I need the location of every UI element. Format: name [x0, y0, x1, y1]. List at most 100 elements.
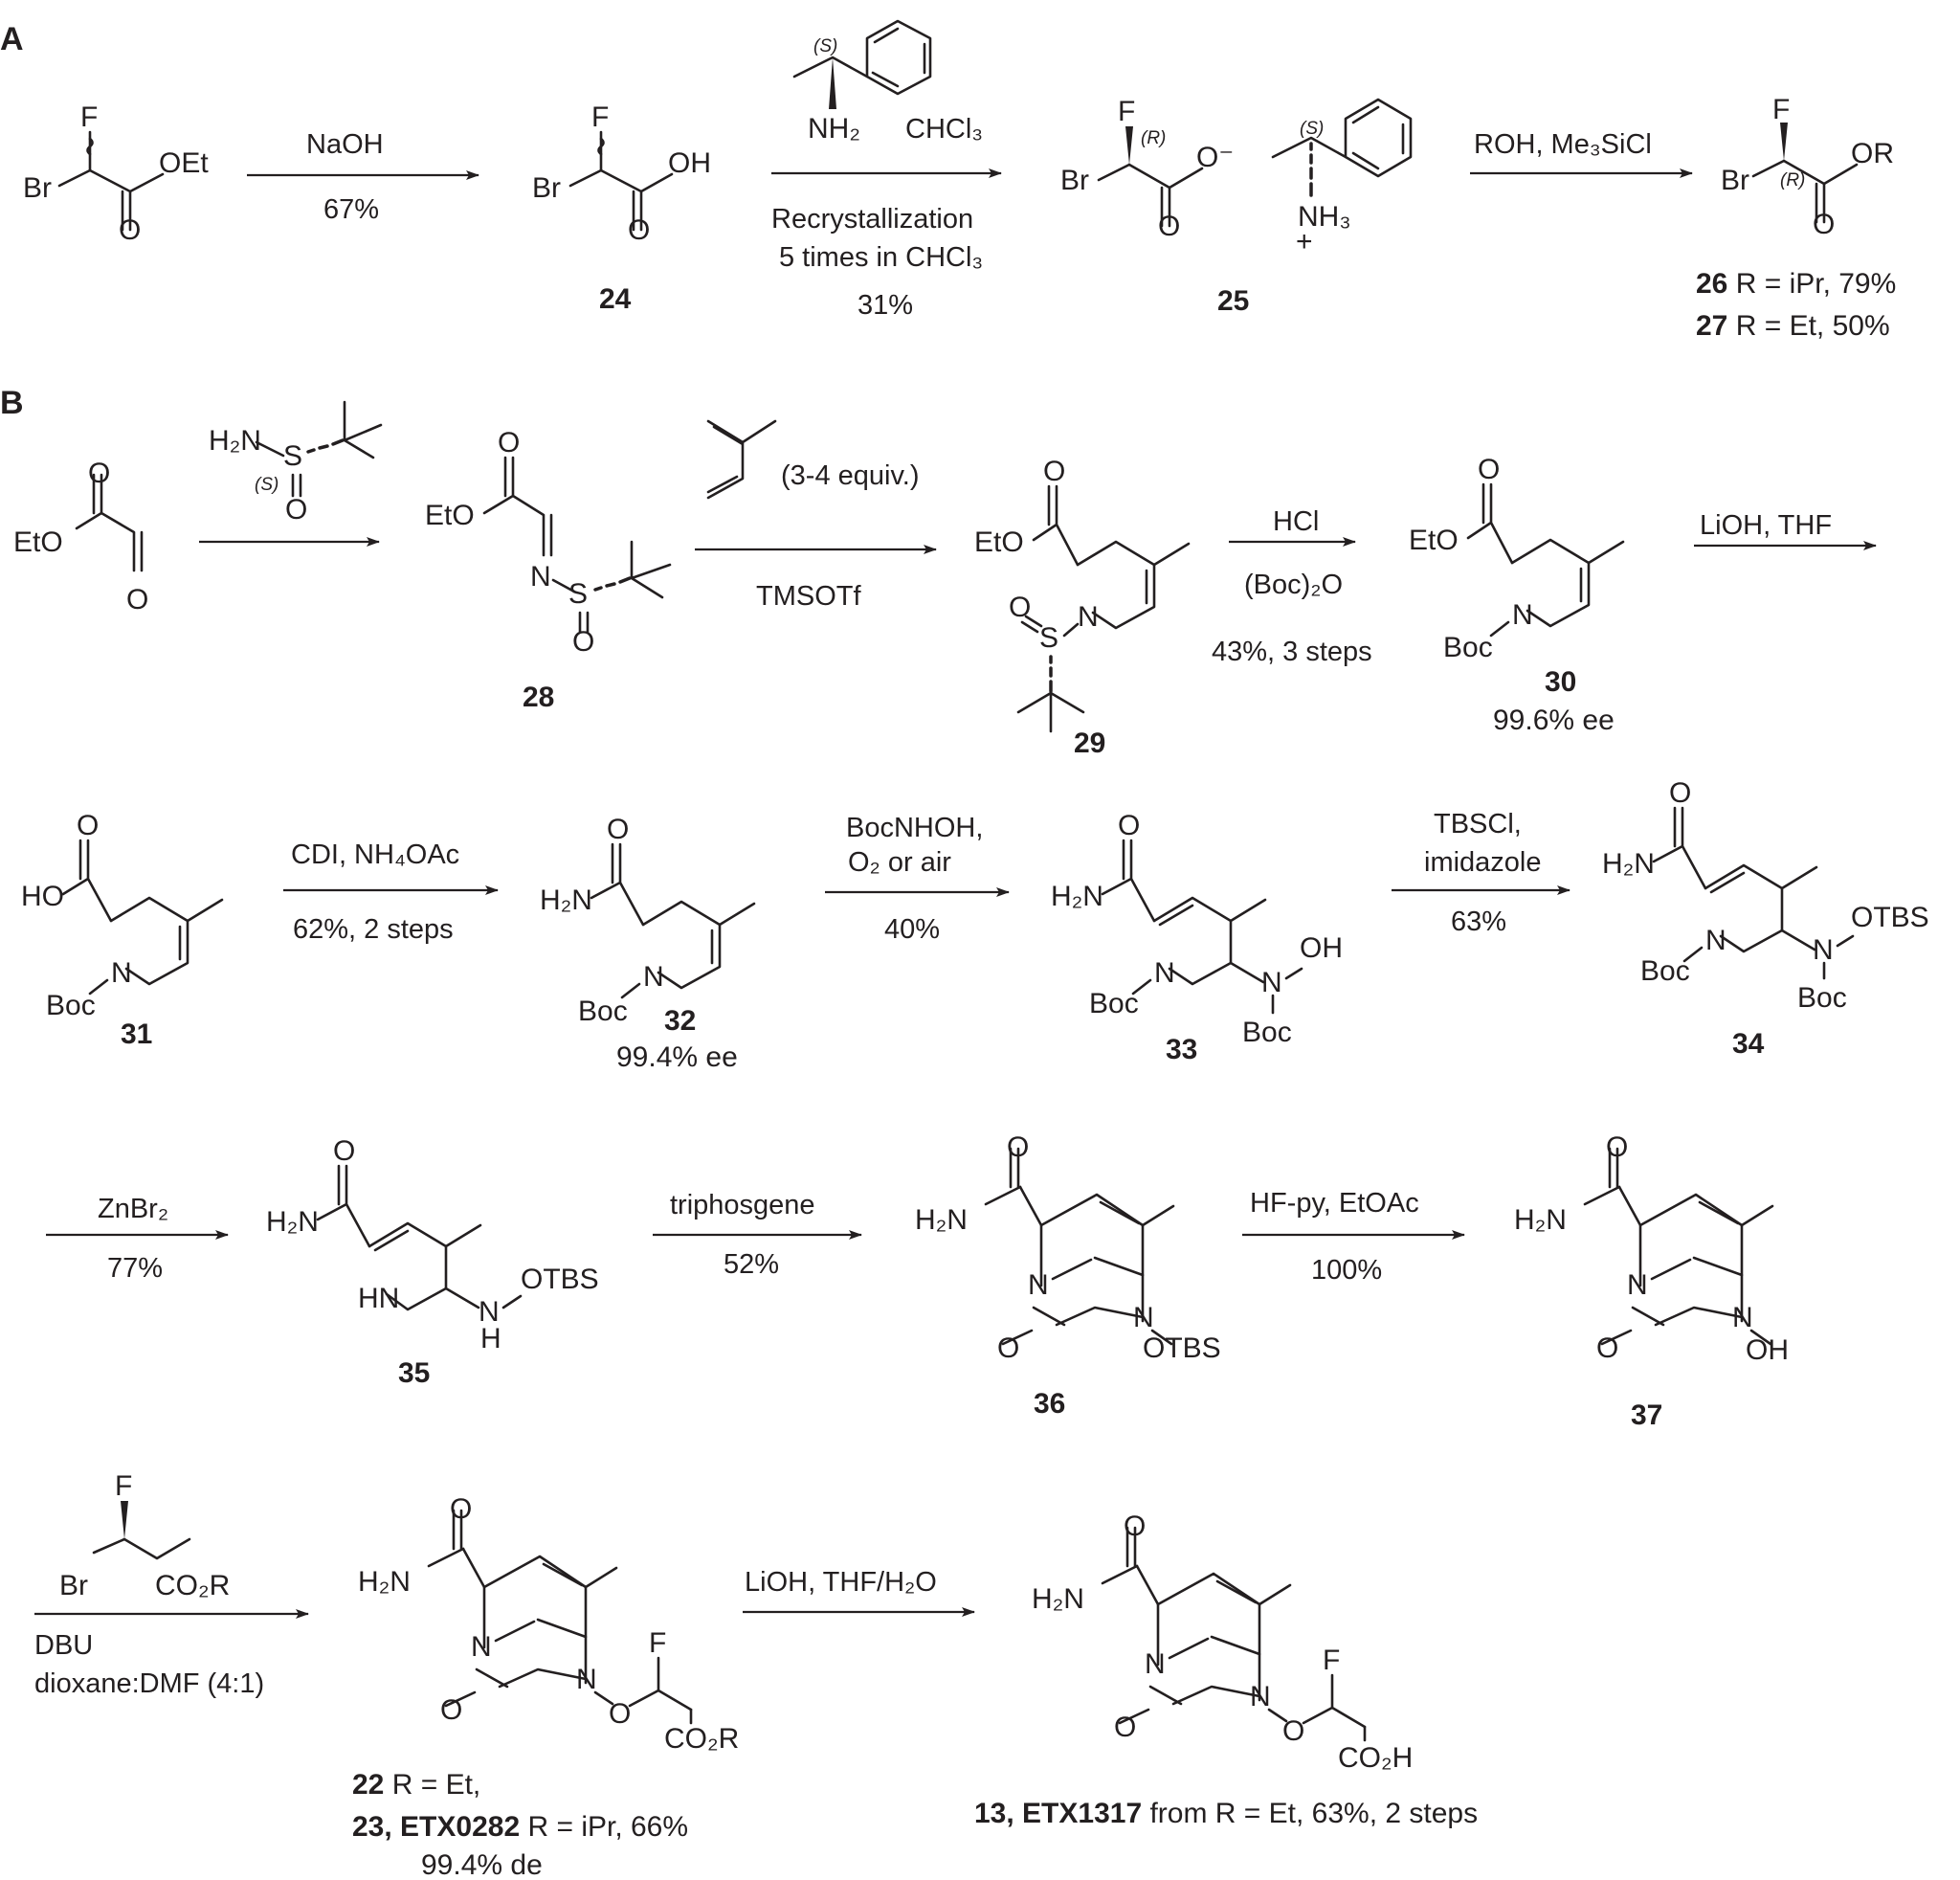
- label-27: 27: [1696, 310, 1727, 342]
- svg-text:(S): (S): [813, 36, 837, 56]
- svg-text:99.4% de: 99.4% de: [421, 1849, 543, 1880]
- svg-text:F: F: [591, 101, 609, 133]
- svg-text:O: O: [88, 458, 110, 489]
- svg-text:LiOH, THF/H₂O: LiOH, THF/H₂O: [745, 1567, 937, 1598]
- svg-text:ZnBr₂: ZnBr₂: [98, 1194, 168, 1224]
- svg-text:N: N: [1154, 957, 1175, 989]
- svg-text:O: O: [440, 1694, 462, 1726]
- svg-text:ROH, Me₃SiCl: ROH, Me₃SiCl: [1474, 129, 1652, 160]
- arrow-b10: HF-py, EtOAc 100%: [1242, 1188, 1465, 1286]
- svg-text:23, ETX0282 R = iPr, 66%: 23, ETX0282 R = iPr, 66%: [352, 1811, 688, 1843]
- svg-text:NaOH: NaOH: [306, 129, 384, 160]
- svg-text:HF-py, EtOAc: HF-py, EtOAc: [1250, 1188, 1419, 1219]
- svg-text:dioxane:DMF (4:1): dioxane:DMF (4:1): [34, 1668, 264, 1699]
- svg-text:H₂N: H₂N: [266, 1206, 319, 1238]
- svg-text:22 R = Et,: 22 R = Et,: [352, 1769, 480, 1801]
- arrow-a1: NaOH 67%: [247, 129, 479, 225]
- svg-text:S: S: [283, 440, 302, 472]
- arrow-b2: (3-4 equiv.) TMSOTf: [695, 419, 937, 612]
- svg-text:26 R = iPr, 79%: 26 R = iPr, 79%: [1696, 268, 1896, 300]
- svg-text:CHCl₃: CHCl₃: [905, 114, 983, 145]
- svg-text:HO: HO: [21, 881, 64, 912]
- svg-text:N: N: [1133, 1302, 1154, 1333]
- svg-text:O: O: [609, 1698, 631, 1730]
- label-34: 34: [1732, 1028, 1765, 1060]
- svg-text:O: O: [1007, 1131, 1029, 1163]
- svg-text:HN: HN: [358, 1283, 399, 1314]
- svg-text:F: F: [1323, 1645, 1340, 1676]
- arrow-b1: H₂N S (S) O: [199, 400, 383, 547]
- svg-text:N: N: [1813, 934, 1834, 966]
- svg-text:(3-4 equiv.): (3-4 equiv.): [781, 460, 920, 491]
- svg-text:OEt: OEt: [159, 147, 209, 179]
- svg-text:F: F: [80, 101, 98, 133]
- label-31: 31: [121, 1018, 152, 1050]
- svg-text:5 times in CHCl₃: 5 times in CHCl₃: [779, 242, 983, 273]
- label-33: 33: [1166, 1034, 1197, 1065]
- svg-text:F: F: [1772, 94, 1790, 125]
- svg-text:H₂N: H₂N: [358, 1566, 411, 1598]
- ethyl-bromofluoroacetate: F Br OEt O: [23, 101, 209, 246]
- panel-a-label: A: [0, 21, 24, 57]
- arrow-b6: BocNHOH, O₂ or air 40%: [825, 813, 1010, 945]
- svg-text:Boc: Boc: [1797, 982, 1847, 1014]
- svg-text:H₂N: H₂N: [1051, 881, 1103, 912]
- compound-13: H₂N O N N O O F CO₂H 13, ETX1317 from R …: [974, 1511, 1478, 1829]
- arrow-b7: TBSCl, imidazole 63%: [1392, 809, 1570, 937]
- svg-text:(R): (R): [1780, 170, 1805, 190]
- label-24: 24: [599, 283, 632, 315]
- svg-text:O: O: [1478, 454, 1500, 485]
- svg-text:O: O: [77, 810, 99, 841]
- label-25: 25: [1217, 285, 1249, 317]
- svg-text:EtO: EtO: [974, 526, 1024, 558]
- svg-text:H₂N: H₂N: [915, 1204, 968, 1236]
- compound-34: H₂N O N Boc N OTBS Boc 34: [1602, 777, 1929, 1060]
- svg-text:O: O: [1009, 592, 1031, 623]
- svg-text:H₂N: H₂N: [540, 884, 592, 916]
- svg-text:H: H: [480, 1323, 501, 1354]
- svg-text:O: O: [1282, 1715, 1304, 1747]
- svg-text:O: O: [1043, 456, 1065, 487]
- svg-text:(Boc)₂O: (Boc)₂O: [1244, 570, 1343, 600]
- svg-text:HCl: HCl: [1273, 506, 1319, 537]
- svg-text:O: O: [572, 626, 594, 658]
- svg-text:Boc: Boc: [578, 996, 628, 1027]
- svg-text:TMSOTf: TMSOTf: [756, 581, 861, 612]
- svg-text:N: N: [1250, 1681, 1271, 1712]
- svg-text:N: N: [643, 961, 664, 993]
- compound-36: H₂N O N N O OTBS 36: [915, 1131, 1221, 1420]
- svg-text:O: O: [126, 584, 148, 615]
- compound-24: F Br OH O 24: [532, 101, 711, 315]
- svg-text:CO₂R: CO₂R: [664, 1723, 739, 1755]
- svg-text:N: N: [1705, 925, 1726, 956]
- svg-text:N: N: [1261, 967, 1282, 998]
- svg-text:Boc: Boc: [46, 990, 96, 1021]
- svg-text:100%: 100%: [1311, 1255, 1382, 1286]
- label-28: 28: [523, 682, 554, 713]
- label-36: 36: [1034, 1388, 1065, 1420]
- svg-text:F: F: [649, 1627, 666, 1659]
- compound-25: F (R) Br O⁻ O (S) NH₃ + 25: [1060, 96, 1413, 317]
- arrow-b11: F Br CO₂R DBU dioxane:DMF (4:1): [34, 1470, 309, 1699]
- svg-text:imidazole: imidazole: [1424, 847, 1542, 878]
- svg-text:CO₂R: CO₂R: [155, 1570, 230, 1601]
- svg-text:S: S: [568, 578, 588, 610]
- panel-b-label: B: [0, 385, 24, 421]
- svg-text:Boc: Boc: [1089, 988, 1139, 1019]
- compound-26-27: F Br (R) OR O 26 R = iPr, 79% 27 R = Et,…: [1696, 94, 1896, 342]
- svg-text:Boc: Boc: [1640, 955, 1690, 987]
- svg-text:O: O: [1114, 1712, 1136, 1743]
- compound-22-23: H₂N O N N O O F CO₂R 22 R = Et, 23, ETX0…: [352, 1493, 739, 1880]
- svg-text:Boc: Boc: [1443, 632, 1493, 663]
- svg-text:H₂N: H₂N: [1032, 1583, 1084, 1615]
- svg-text:Br: Br: [23, 172, 52, 204]
- svg-text:43%, 3 steps: 43%, 3 steps: [1212, 637, 1372, 667]
- arrow-b9: triphosgene 52%: [653, 1190, 862, 1280]
- svg-text:O⁻: O⁻: [1196, 142, 1234, 173]
- svg-text:O: O: [1813, 209, 1835, 240]
- svg-text:O: O: [628, 214, 650, 246]
- svg-text:F: F: [115, 1470, 132, 1502]
- svg-text:N: N: [1078, 601, 1099, 633]
- svg-text:OH: OH: [1300, 932, 1343, 964]
- svg-text:N: N: [530, 561, 551, 593]
